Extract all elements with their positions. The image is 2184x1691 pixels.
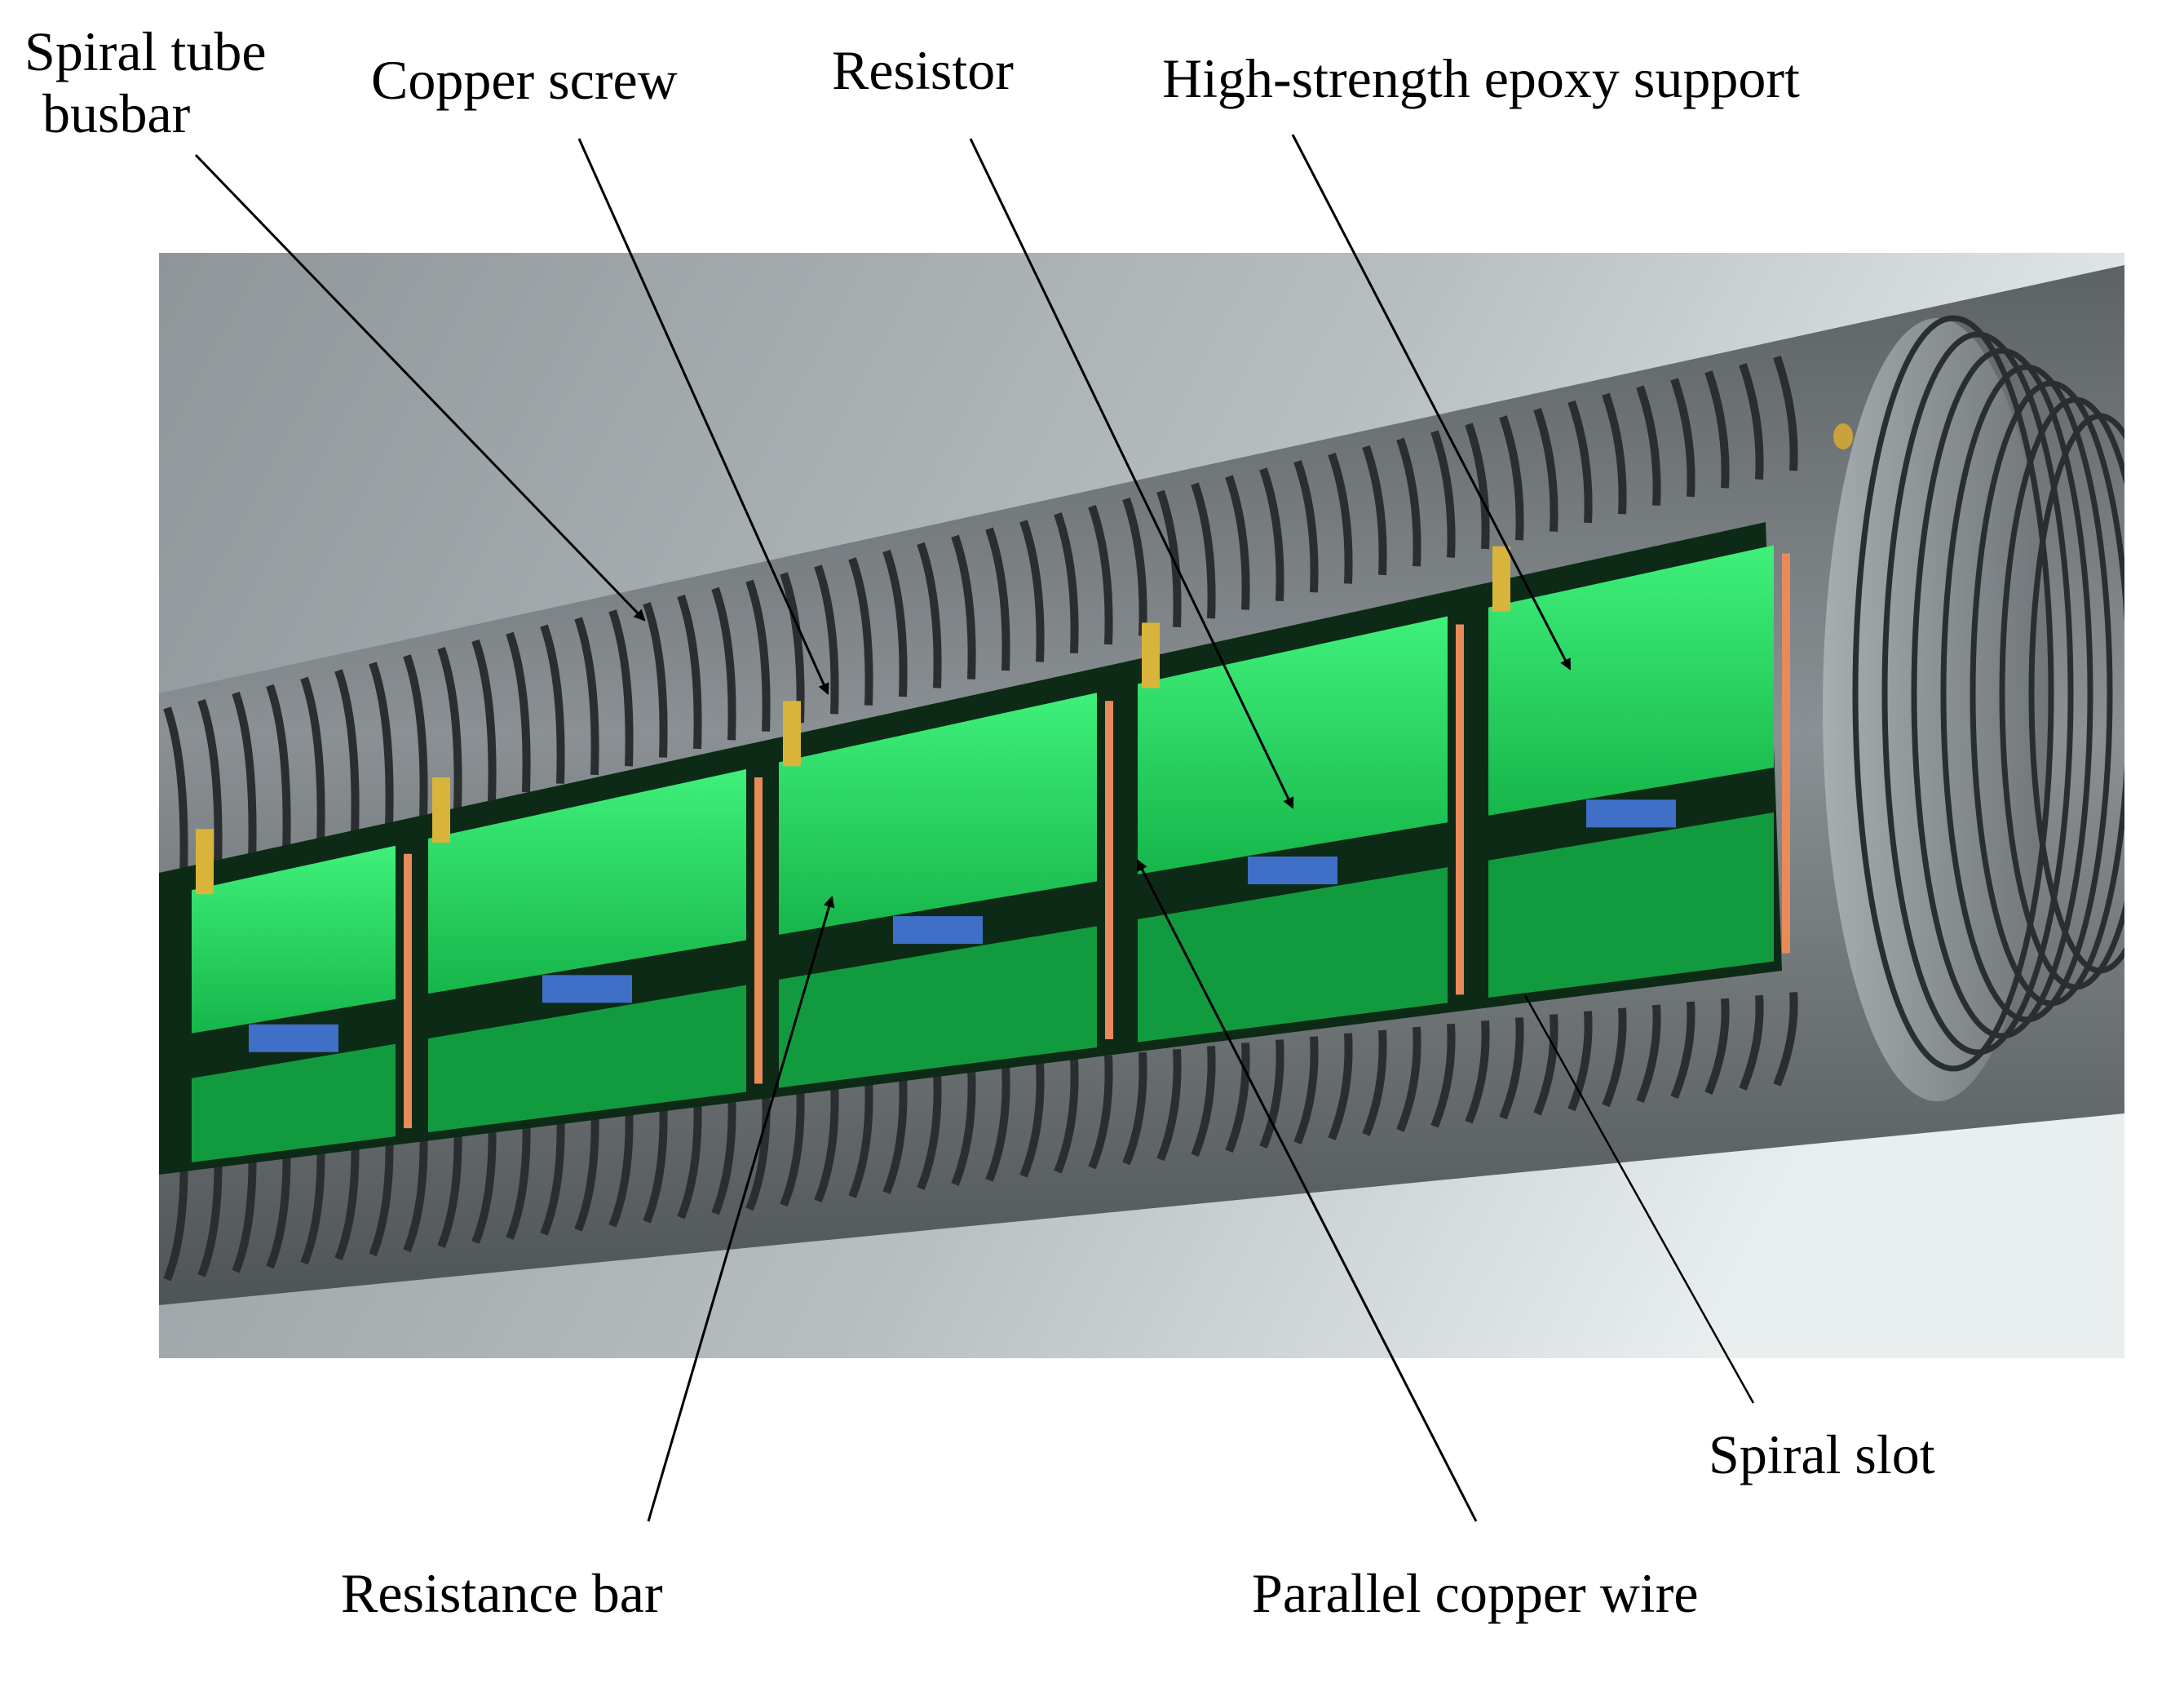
slot-top xyxy=(471,639,497,802)
slot-top xyxy=(1670,378,1695,498)
slot-top xyxy=(163,706,188,879)
resistor-body xyxy=(1248,857,1337,885)
epoxy-support-block xyxy=(192,845,396,1034)
slot-top xyxy=(1739,363,1764,480)
slot-top xyxy=(506,631,531,793)
label-spiral-tube-busbar: Spiral tube busbar xyxy=(24,20,267,144)
label-epoxy-support: High-strength epoxy support xyxy=(1162,47,1800,109)
slot-top xyxy=(266,684,291,853)
slot-top xyxy=(1773,355,1798,471)
slot-bottom xyxy=(882,1074,908,1194)
slot-top xyxy=(540,624,565,784)
end-cap-slot-ring xyxy=(1999,396,2124,990)
slot-bottom xyxy=(951,1068,976,1186)
end-cap-slot-ring xyxy=(1911,347,2093,1039)
label-spiral-slot: Spiral slot xyxy=(1709,1423,1935,1485)
slot-top xyxy=(1602,392,1627,515)
end-cap-screw-hole xyxy=(1833,423,1853,449)
epoxy-support-base xyxy=(1488,812,1774,998)
label-parallel-copper-wire: Parallel copper wire xyxy=(1252,1562,1699,1624)
slot-bottom xyxy=(917,1071,942,1190)
label-copper-screw: Copper screw xyxy=(371,49,678,111)
label-resistance-bar: Resistance bar xyxy=(341,1562,663,1624)
slot-top xyxy=(334,669,360,836)
slot-bottom xyxy=(848,1077,873,1199)
slot-top xyxy=(1704,370,1730,489)
copper-screw xyxy=(783,701,801,767)
copper-screw xyxy=(1142,622,1160,688)
slot-bottom xyxy=(1499,1017,1524,1120)
label-spiral-tube-line1: Spiral tube xyxy=(24,20,267,82)
end-cap-rings xyxy=(1852,315,2124,1072)
slot-top xyxy=(232,691,257,862)
copper-screw xyxy=(196,829,214,895)
slot-top xyxy=(197,699,223,871)
slot-top xyxy=(917,542,942,688)
slot-bottom xyxy=(1773,991,1798,1087)
slot-bottom xyxy=(1088,1055,1113,1170)
slot-top xyxy=(882,549,908,697)
slot-top xyxy=(300,676,325,845)
label-spiral-tube-line2: busbar xyxy=(42,82,191,145)
resistor-body xyxy=(893,916,983,945)
end-cap-slot-ring xyxy=(1881,331,2074,1056)
slot-bottom xyxy=(985,1065,1010,1182)
busbar-3d-render xyxy=(159,253,2124,1358)
end-cap-slot-ring xyxy=(1852,315,2054,1072)
slot-bottom xyxy=(608,1100,634,1228)
end-cap-slot-ring xyxy=(1970,380,2124,1007)
slot-top xyxy=(403,654,428,819)
resistor-body xyxy=(1586,799,1676,828)
label-resistor: Resistor xyxy=(832,39,1014,101)
copper-screw xyxy=(1492,546,1510,612)
copper-screw xyxy=(432,777,450,843)
slot-top xyxy=(369,662,394,828)
slot-bottom xyxy=(1019,1061,1045,1178)
epoxy-support-base xyxy=(192,1043,396,1162)
end-cap-slot-ring xyxy=(1940,364,2113,1023)
slot-top xyxy=(1636,385,1661,506)
end-cap-slot-ring xyxy=(2028,413,2124,974)
slot-top xyxy=(437,646,462,810)
slot-bottom xyxy=(1054,1058,1079,1174)
resistor-body xyxy=(542,975,632,1003)
slot-top xyxy=(1567,400,1593,524)
epoxy-support-base xyxy=(779,926,1097,1088)
resistor-body xyxy=(249,1024,338,1052)
slot-top xyxy=(848,557,873,706)
slot-bottom xyxy=(574,1103,599,1232)
